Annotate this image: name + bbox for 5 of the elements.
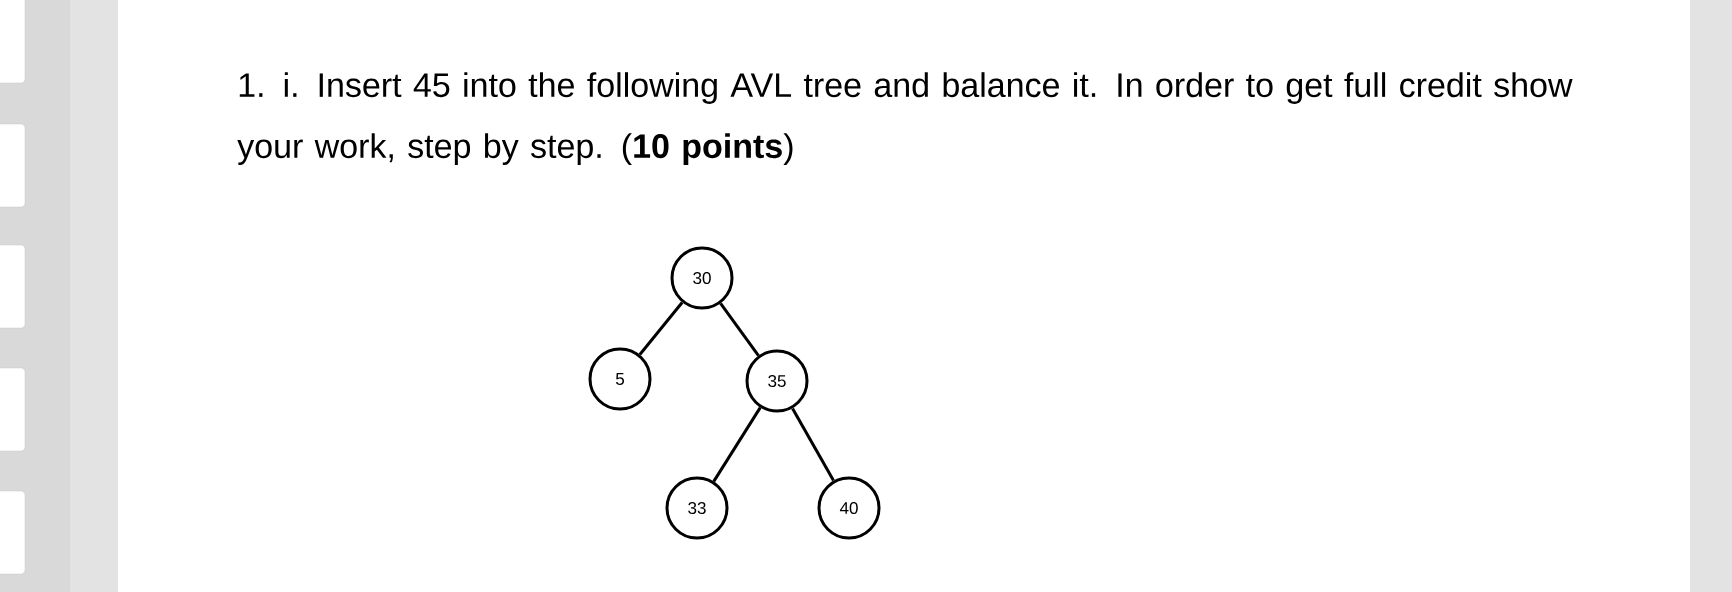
- tree-edge: [791, 407, 835, 482]
- tree-edge: [712, 406, 762, 483]
- question-text: 1. i. Insert 45 into the following AVL tree and balance it. In order to get full credit show your work, step by step. (10 points): [237, 72, 1573, 165]
- tree-edge: [719, 302, 760, 357]
- tree-edge: [638, 301, 684, 356]
